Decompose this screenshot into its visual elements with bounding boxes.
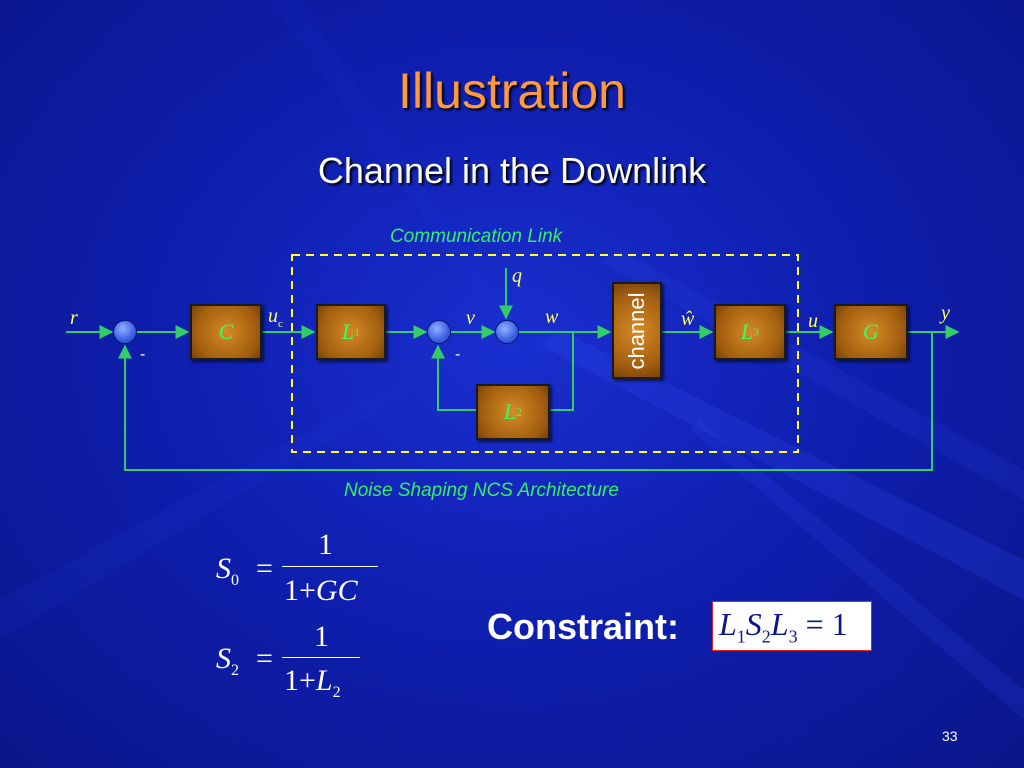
constraint-l1-sub: 1 (736, 626, 746, 647)
constraint-rhs: = 1 (805, 606, 848, 642)
equation-s0-lhs: S0 (216, 552, 239, 590)
equation-s0-denominator: 1+GC (284, 574, 358, 608)
s2-sub: 2 (231, 662, 239, 679)
signal-u: u (808, 310, 818, 332)
block-l2-sub: 2 (516, 404, 523, 419)
s2-den-2: L (315, 664, 333, 697)
s0-sub: 0 (231, 572, 239, 589)
slide-subtitle: Channel in the Downlink (317, 150, 707, 191)
constraint-equation: L1S2L3 = 1 (719, 606, 848, 647)
signal-v: v (466, 307, 475, 329)
signal-uc-sub: c (278, 318, 283, 330)
summing-junction-1 (113, 320, 137, 344)
minus-sign-inner: - (455, 346, 461, 363)
block-l3-sub: 3 (753, 324, 760, 339)
page-number: 33 (942, 728, 958, 744)
signal-y: y (941, 302, 950, 324)
block-l2-label: L (503, 399, 517, 424)
signal-q: q (512, 265, 522, 287)
block-g: G (834, 304, 908, 360)
block-l1-label: L (341, 319, 355, 344)
equation-s2-fraction-bar (282, 657, 360, 658)
signal-r: r (70, 307, 78, 329)
architecture-caption: Noise Shaping NCS Architecture (344, 480, 619, 501)
signal-uc-main: u (268, 305, 278, 327)
equation-s2-lhs: S2 (216, 642, 239, 680)
s0-den-2: GC (315, 574, 358, 607)
constraint-l3-sub: 3 (788, 626, 798, 647)
constraint-equation-box: L1S2L3 = 1 (712, 601, 872, 651)
equation-s2-denominator: 1+L2 (284, 664, 341, 702)
signal-w: w (545, 306, 559, 328)
constraint-s2: S (745, 606, 762, 642)
s2-den-op: + (299, 664, 316, 697)
constraint-l1: L (719, 606, 737, 642)
s2-den-1: 1 (284, 664, 299, 697)
constraint-s2-sub: 2 (761, 626, 771, 647)
minus-sign-outer: - (140, 346, 146, 363)
s0-den-1: 1 (284, 574, 299, 607)
s2-symbol: S (216, 642, 231, 675)
s0-den-op: + (299, 574, 316, 607)
s0-symbol: S (216, 552, 231, 585)
block-c: C (190, 304, 262, 360)
equation-s0-numerator: 1 (318, 528, 333, 561)
equation-s0-fraction-bar (282, 566, 378, 567)
communication-link-box (291, 254, 799, 453)
summing-junction-3 (495, 320, 519, 344)
channel-label: channel (624, 291, 649, 370)
equation-s0-equals: = (256, 552, 273, 585)
block-c-label: C (218, 319, 234, 344)
equation-s2-numerator: 1 (314, 620, 329, 653)
constraint-label: Constraint: (487, 606, 679, 647)
slide-title: Illustration (398, 63, 626, 119)
constraint-l3: L (770, 606, 789, 642)
communication-link-caption: Communication Link (390, 226, 563, 247)
equation-s2-equals: = (256, 642, 273, 675)
block-l3-label: L (740, 319, 754, 344)
signal-uc: uc (268, 305, 283, 330)
s2-den-2-sub: 2 (332, 684, 341, 701)
signal-w-hat: ŵ (681, 308, 695, 330)
block-l1-sub: 1 (354, 324, 361, 339)
block-g-label: G (863, 319, 879, 344)
channel-block: channel (612, 282, 662, 379)
summing-junction-2 (427, 320, 451, 344)
